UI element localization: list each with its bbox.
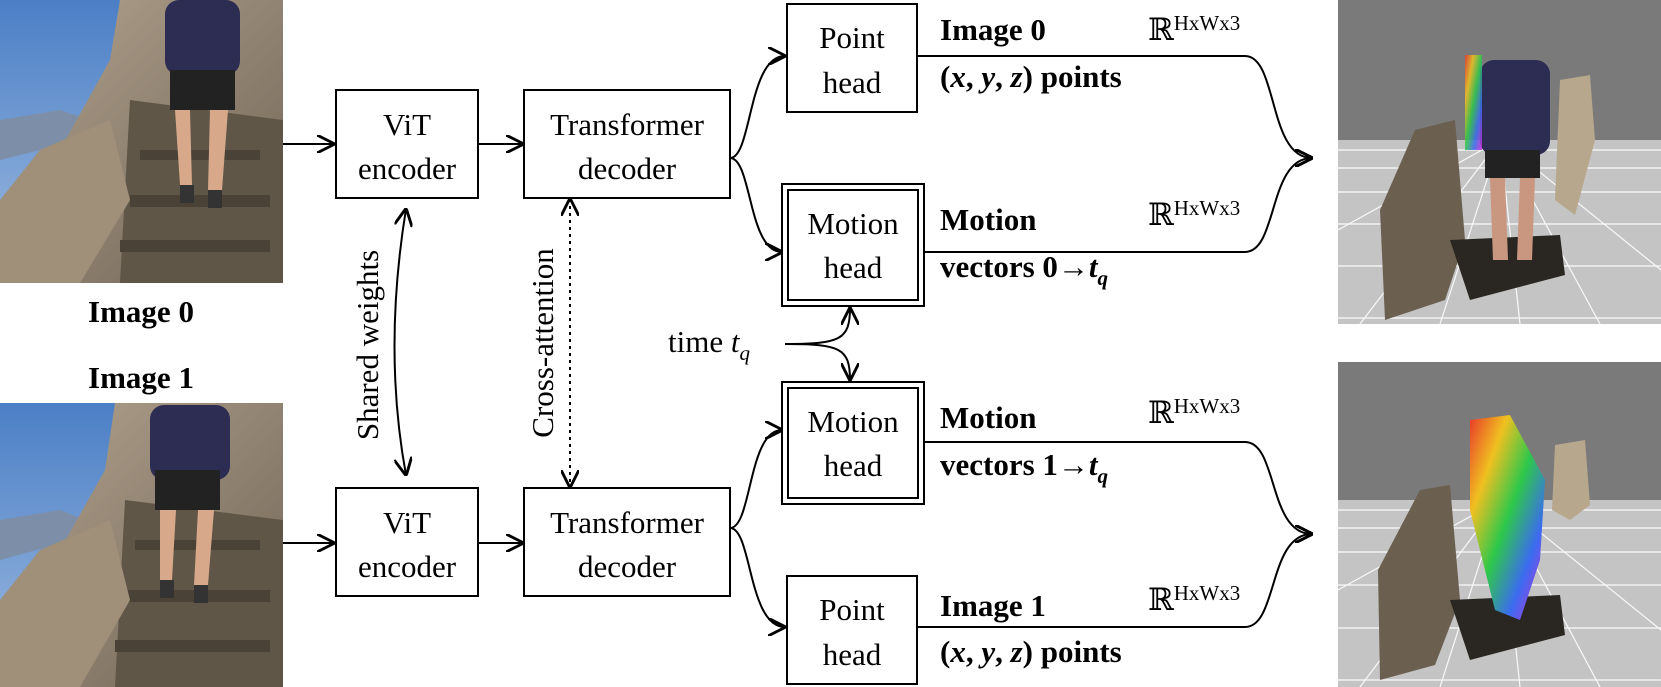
motion-head-bottom: Motion head [781, 381, 925, 505]
render-output-1 [1337, 362, 1661, 687]
image0-label: Image 0 [88, 294, 194, 329]
vit-encoder-bottom: ViT encoder [335, 487, 479, 597]
transformer-decoder-top: Transformer decoder [523, 89, 731, 199]
shared-weights-label: Shared weights [350, 250, 385, 440]
time-label: time tq [668, 324, 750, 365]
render-output-0 [1337, 0, 1661, 325]
branch-decoder-bottom-to-motion-head [729, 430, 782, 529]
point-head-bottom: Point head [786, 575, 918, 685]
transformer-decoder-bottom-line1: Transformer [550, 505, 705, 540]
point-head-top-line2: head [823, 65, 882, 100]
shared-weights-arrow [393, 209, 407, 475]
motion-head-bottom-line1: Motion [807, 404, 899, 439]
motion-head-top-line1: Motion [807, 206, 899, 241]
output-image0-points: (x, y, z) points [940, 59, 1122, 94]
output-wire-top-motion [924, 158, 1312, 253]
time-sub: q [739, 341, 750, 365]
vit-encoder-top-line2: encoder [358, 151, 457, 186]
output-image1-title: Image 1 [940, 588, 1046, 623]
time-to-motion-head-top [784, 308, 850, 345]
image1-label: Image 1 [88, 360, 194, 395]
vit-encoder-top: ViT encoder [335, 89, 479, 199]
output-wire-bottom-point [917, 534, 1312, 628]
transformer-decoder-top-line2: decoder [578, 151, 677, 186]
vit-encoder-top-line1: ViT [383, 107, 431, 142]
time-to-motion-head-bottom [784, 343, 850, 380]
motion-head-bottom-line2: head [824, 448, 883, 483]
output-image1-points: (x, y, z) points [940, 634, 1122, 669]
output-motion0-title: Motion [940, 202, 1036, 237]
vit-encoder-bottom-line2: encoder [358, 549, 457, 584]
input-photo-1 [0, 403, 283, 687]
input-photo-0 [0, 0, 283, 283]
branch-decoder-top-to-motion-head [729, 157, 782, 252]
output-dim-1: ℝHxWx3 [1148, 11, 1240, 47]
point-head-bottom-line2: head [823, 637, 882, 672]
branch-decoder-top-to-point-head [729, 56, 785, 159]
output-dim-3: ℝHxWx3 [1148, 394, 1240, 430]
point-head-top: Point head [786, 3, 918, 113]
output-dim-2: ℝHxWx3 [1148, 196, 1240, 232]
point-head-bottom-line1: Point [819, 592, 885, 627]
time-t: t [731, 324, 741, 359]
output-dim-4: ℝHxWx3 [1148, 581, 1240, 617]
transformer-decoder-bottom: Transformer decoder [523, 487, 731, 597]
motion-head-top: Motion head [781, 183, 925, 307]
output-motion0-vectors: vectors 0→tq [940, 249, 1108, 290]
output-image0-title: Image 0 [940, 12, 1046, 47]
transformer-decoder-top-line1: Transformer [550, 107, 705, 142]
point-head-top-line1: Point [819, 20, 885, 55]
transformer-decoder-bottom-line2: decoder [578, 549, 677, 584]
motion-head-top-line2: head [824, 250, 883, 285]
branch-decoder-bottom-to-point-head [729, 527, 785, 627]
cross-attention-label: Cross-attention [525, 248, 560, 438]
output-motion1-title: Motion [940, 400, 1036, 435]
output-motion1-vectors: vectors 1→tq [940, 447, 1108, 488]
vit-encoder-bottom-line1: ViT [383, 505, 431, 540]
